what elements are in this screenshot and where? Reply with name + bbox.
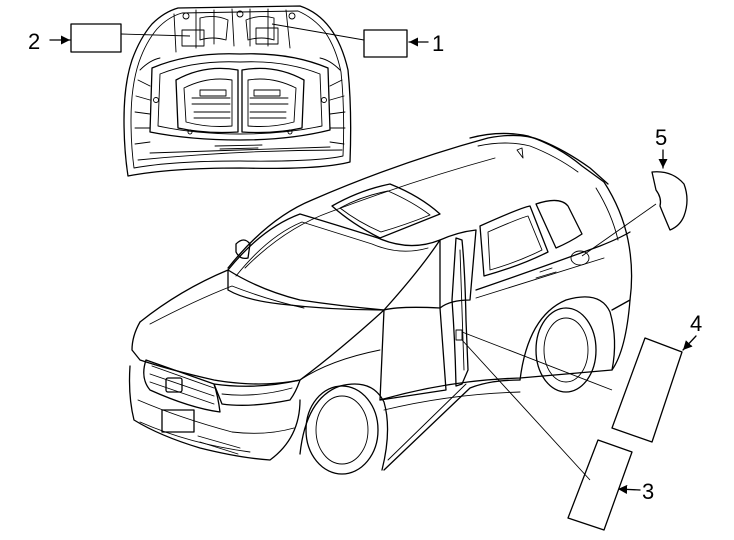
leader-line-5 [581, 203, 657, 257]
leader-line-3 [461, 339, 591, 481]
label-5-fuel-door [651, 171, 688, 231]
callout-2: 2 [28, 29, 40, 54]
leader-line-2 [120, 33, 191, 37]
leader-line-4 [461, 331, 613, 391]
leader-line-1 [271, 23, 365, 41]
suv-illustration [128, 132, 633, 475]
callout-3: 3 [642, 479, 654, 504]
label-3-box [567, 439, 633, 531]
label-1-box [363, 29, 408, 58]
callout-1: 1 [432, 31, 444, 56]
arrow-3 [617, 484, 641, 494]
callout-5: 5 [655, 125, 667, 150]
label-4-box [611, 337, 683, 443]
arrow-4 [682, 335, 697, 351]
hood-illustration [123, 5, 352, 177]
callout-4: 4 [690, 311, 702, 336]
label-2-box [70, 23, 122, 53]
